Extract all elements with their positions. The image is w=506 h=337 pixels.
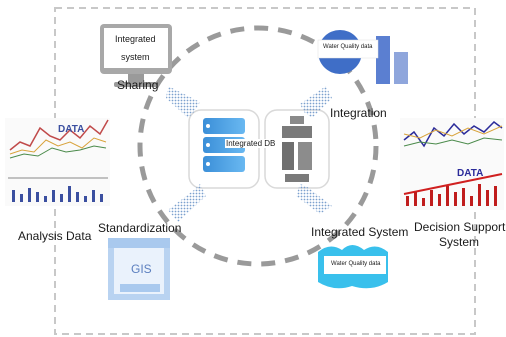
label-integration: Integration [330, 106, 387, 120]
arrow-integrated-system [296, 184, 332, 214]
label-decision-support-line1: Decision Support [414, 220, 506, 234]
water-splash-icon [318, 245, 388, 289]
data-label-right: DATA [457, 168, 484, 179]
label-decision-support-line2: System [439, 235, 480, 249]
monitor-label-line2: system [121, 52, 150, 62]
label-standardization: Standardization [98, 221, 182, 235]
integrated-db-label: Integrated DB [225, 139, 277, 148]
label-analysis-data: Analysis Data [18, 229, 92, 243]
label-gis: GIS [131, 262, 152, 276]
stock-chart-icon-right [400, 118, 504, 210]
water-quality-label-top: Water Quality data [323, 44, 373, 50]
cycle-circle [137, 25, 379, 267]
server-icon [282, 116, 312, 182]
bar-chart-icon [317, 30, 408, 84]
server-panel [264, 109, 330, 189]
arrow-standardization [168, 184, 206, 222]
data-label-left: DATA [58, 124, 85, 135]
arrow-integration [300, 86, 332, 118]
map-icon [108, 238, 170, 300]
monitor-label-line1: Integrated [115, 34, 156, 44]
monitor-icon [100, 24, 172, 87]
water-quality-label-bottom: Water Quality data [331, 261, 381, 267]
stock-chart-icon-left [5, 118, 110, 206]
label-integrated-system: Integrated System [311, 225, 409, 239]
label-sharing: Sharing [117, 78, 159, 92]
arrow-sharing [166, 86, 200, 118]
